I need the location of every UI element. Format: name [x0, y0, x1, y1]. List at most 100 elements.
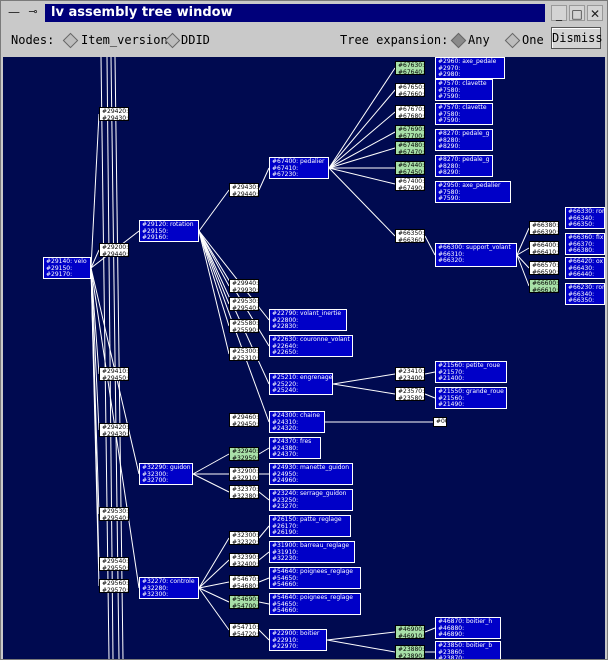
tree-node-boitier-h[interactable]: #46870: boitier_h#46880:#46890:: [435, 617, 501, 639]
node-id-line: #66350:: [398, 230, 425, 237]
version-node[interactable]: #67480:#67470:: [395, 141, 425, 155]
version-node[interactable]: #67630:#67640:: [395, 61, 425, 75]
version-node[interactable]: #67650:#67660:: [395, 83, 425, 97]
version-node[interactable]: #29530:#29540:: [229, 297, 259, 311]
version-node[interactable]: #66350:#66360:: [395, 229, 425, 243]
tree-node-grande-roue[interactable]: #21550: grande_roue#21560:#21490:: [435, 387, 507, 409]
tree-node-controle[interactable]: #32270: controle#32280:#32300:: [139, 577, 199, 599]
version-node[interactable]: #54690:#54700:: [229, 595, 259, 609]
tree-node-pedalier[interactable]: #67400: pedalier#67410:#67230:: [269, 157, 329, 179]
version-node[interactable]: #25580:#25590:: [229, 319, 259, 333]
tree-node-fres[interactable]: #24370: fres#24380:#24370:: [269, 437, 321, 459]
version-node[interactable]: #32940:#32950:: [229, 447, 259, 461]
minimize-icon[interactable]: _: [551, 5, 567, 21]
node-id-line: #29540:: [232, 304, 259, 311]
radio-any[interactable]: [450, 32, 467, 49]
node-id-line: #22910:: [272, 636, 299, 644]
tree-node-serrage-guidon[interactable]: #23240: serrage_guidon#23250:#23270:: [269, 489, 353, 511]
version-node[interactable]: #32370:#32380:: [229, 485, 259, 499]
node-id-line: #25580:: [232, 320, 259, 327]
version-node[interactable]: #29430:#29440:: [229, 183, 259, 197]
tree-node-fix[interactable]: #66360: fix#66370:#66380:: [565, 233, 605, 255]
ddid-label[interactable]: DDID: [181, 33, 210, 47]
tree-node-chaine[interactable]: #24300: chaine#24310:#24320:: [269, 411, 325, 433]
tree-node-barreau-reglage[interactable]: #31900: barreau_reglage#31910:#32230:: [269, 541, 355, 563]
tree-edge: [90, 113, 100, 269]
version-node[interactable]: #29410:#29450:: [99, 367, 129, 381]
version-node[interactable]: #23570:#23580:: [395, 387, 425, 401]
radio-item-version[interactable]: [62, 32, 79, 49]
window-menu-icon[interactable]: —: [8, 5, 20, 19]
tree-node-rond2[interactable]: #66230: rond#66340:#66350:: [565, 283, 605, 305]
version-node[interactable]: #54710:#54720:: [229, 623, 259, 637]
tree-node-engrenage[interactable]: #25210: engrenage#25220:#25240:: [269, 373, 333, 395]
tree-edge: [198, 581, 230, 589]
tree-node-rotation[interactable]: #29120: rotation#29150:#29160:: [139, 220, 199, 242]
version-node[interactable]: #54670:#54680:: [229, 575, 259, 589]
tree-node-manette-guidon[interactable]: #24930: manette_guidon#24950:#24960:: [269, 463, 353, 485]
tree-node-ox[interactable]: #66420: ox#66430:#66440:: [565, 257, 605, 279]
tree-node-rond1[interactable]: #66330: rond#66340:#66350:: [565, 207, 605, 229]
pin-icon[interactable]: ⊸: [28, 5, 38, 18]
version-node[interactable]: #66600:#66610:: [529, 279, 559, 293]
version-node[interactable]: #23880:#23890:: [395, 645, 425, 659]
tree-node-guidon[interactable]: #32290: guidon#32300:#32700:: [139, 463, 193, 485]
tree-node-axe-pedale[interactable]: #2960: axe_pedale#2970:#2980:: [435, 57, 505, 79]
version-node[interactable]: #29540:#29550:: [99, 557, 129, 571]
version-node[interactable]: #29940:#29930:: [229, 279, 259, 293]
tree-node-axe-pedalier[interactable]: #2950: axe_pedalier#7580:#7590:: [435, 181, 511, 203]
version-node[interactable]: #66400:#66410:: [529, 241, 559, 255]
node-id-line: #66430:: [568, 264, 595, 272]
tree-node-poignees-reglage1[interactable]: #54640: poignees_reglage#54650:#54660:: [269, 567, 361, 589]
tree-node-pedale-g1[interactable]: #8270: pedale_g#8280:#8290:: [435, 129, 493, 151]
version-node[interactable]: #29530:#29540:: [99, 507, 129, 521]
node-id-line: #54650:: [272, 600, 299, 608]
tree-node-volant-inertie[interactable]: #22790: volant_inertie#22800:#22830:: [269, 309, 347, 331]
version-node[interactable]: #32300:#32320:: [229, 531, 259, 545]
tree-node-petite-roue[interactable]: #21560: petite_roue#21570:#21400:: [435, 361, 507, 383]
version-node[interactable]: #46900:#46910:: [395, 625, 425, 639]
version-node[interactable]: #66570:#66590:: [529, 261, 559, 275]
maximize-icon[interactable]: □: [569, 5, 585, 21]
dismiss-button[interactable]: Dismiss: [551, 27, 603, 49]
tree-edge: [258, 551, 270, 561]
version-node[interactable]: #29420:#29430:: [99, 423, 129, 437]
version-node[interactable]: #23410:#23400:: [395, 367, 425, 381]
tree-node-patte-reglage[interactable]: #26150: patte_reglage#26170:#26190:: [269, 515, 351, 537]
tree-node-poignees-reglage2[interactable]: #54640: poignees_reglage#54650:#54660:: [269, 593, 361, 615]
radio-one[interactable]: [504, 32, 521, 49]
tree-node-support-volant[interactable]: #66300: support_volant#66310:#66320:: [435, 243, 517, 267]
version-node[interactable]: #66380:#66390:: [529, 221, 559, 235]
version-node[interactable]: #29420:#29430:: [99, 107, 129, 121]
version-node[interactable]: #67690:#67700:: [395, 125, 425, 139]
tree-edge: [198, 230, 230, 327]
close-icon[interactable]: ✕: [587, 5, 603, 21]
version-node[interactable]: #29560:#29570:: [99, 579, 129, 593]
version-node[interactable]: #32900:#32910:: [229, 467, 259, 481]
tree-edge: [90, 249, 100, 269]
version-node[interactable]: #25300:#25310:: [229, 347, 259, 361]
node-label: #7570: clavette: [438, 80, 487, 87]
version-node[interactable]: #29200:#29440:: [99, 243, 129, 257]
tree-node-clavette2[interactable]: #7570: clavette#7580:#7590:: [435, 103, 493, 125]
version-node[interactable]: #67400:#67490:: [395, 177, 425, 191]
tree-node-clavette1[interactable]: #7570: clavette#7580:#7590:: [435, 79, 493, 101]
tree-node-couronne-volant[interactable]: #22630: couronne_volant#22640:#22650:: [269, 335, 353, 357]
version-node[interactable]: #67440:#67450:: [395, 161, 425, 175]
tree-node-boitier-b[interactable]: #23850: boitier_b#23860:#23870:: [435, 641, 501, 659]
item-version-label[interactable]: Item_version: [81, 33, 168, 47]
version-node[interactable]: #29460:#29450:: [229, 413, 259, 427]
tree-edge: [258, 167, 270, 191]
tree-node-boitier[interactable]: #22900: boitier#22910:#22970:: [269, 629, 327, 651]
version-node[interactable]: #32390:#32400:: [229, 553, 259, 567]
one-label[interactable]: One: [522, 33, 544, 47]
tree-node-velo[interactable]: #29140: velo#29150:#29170:: [43, 257, 91, 279]
any-label[interactable]: Any: [468, 33, 490, 47]
tree-node-pedale-g2[interactable]: #8270: pedale_g#8280:#8290:: [435, 155, 493, 177]
node-id-line: #66360:: [398, 236, 425, 243]
tree-canvas[interactable]: #29420:#29430: #29200:#29440: #29430:#2944…: [3, 57, 605, 659]
version-node[interactable]: #67670:#67680:: [395, 105, 425, 119]
title-bar[interactable]: — ⊸ lv assembly tree window _ □ ✕: [3, 3, 605, 23]
version-node[interactable]: #000: [433, 417, 447, 427]
node-id-line: #66370:: [568, 240, 595, 248]
